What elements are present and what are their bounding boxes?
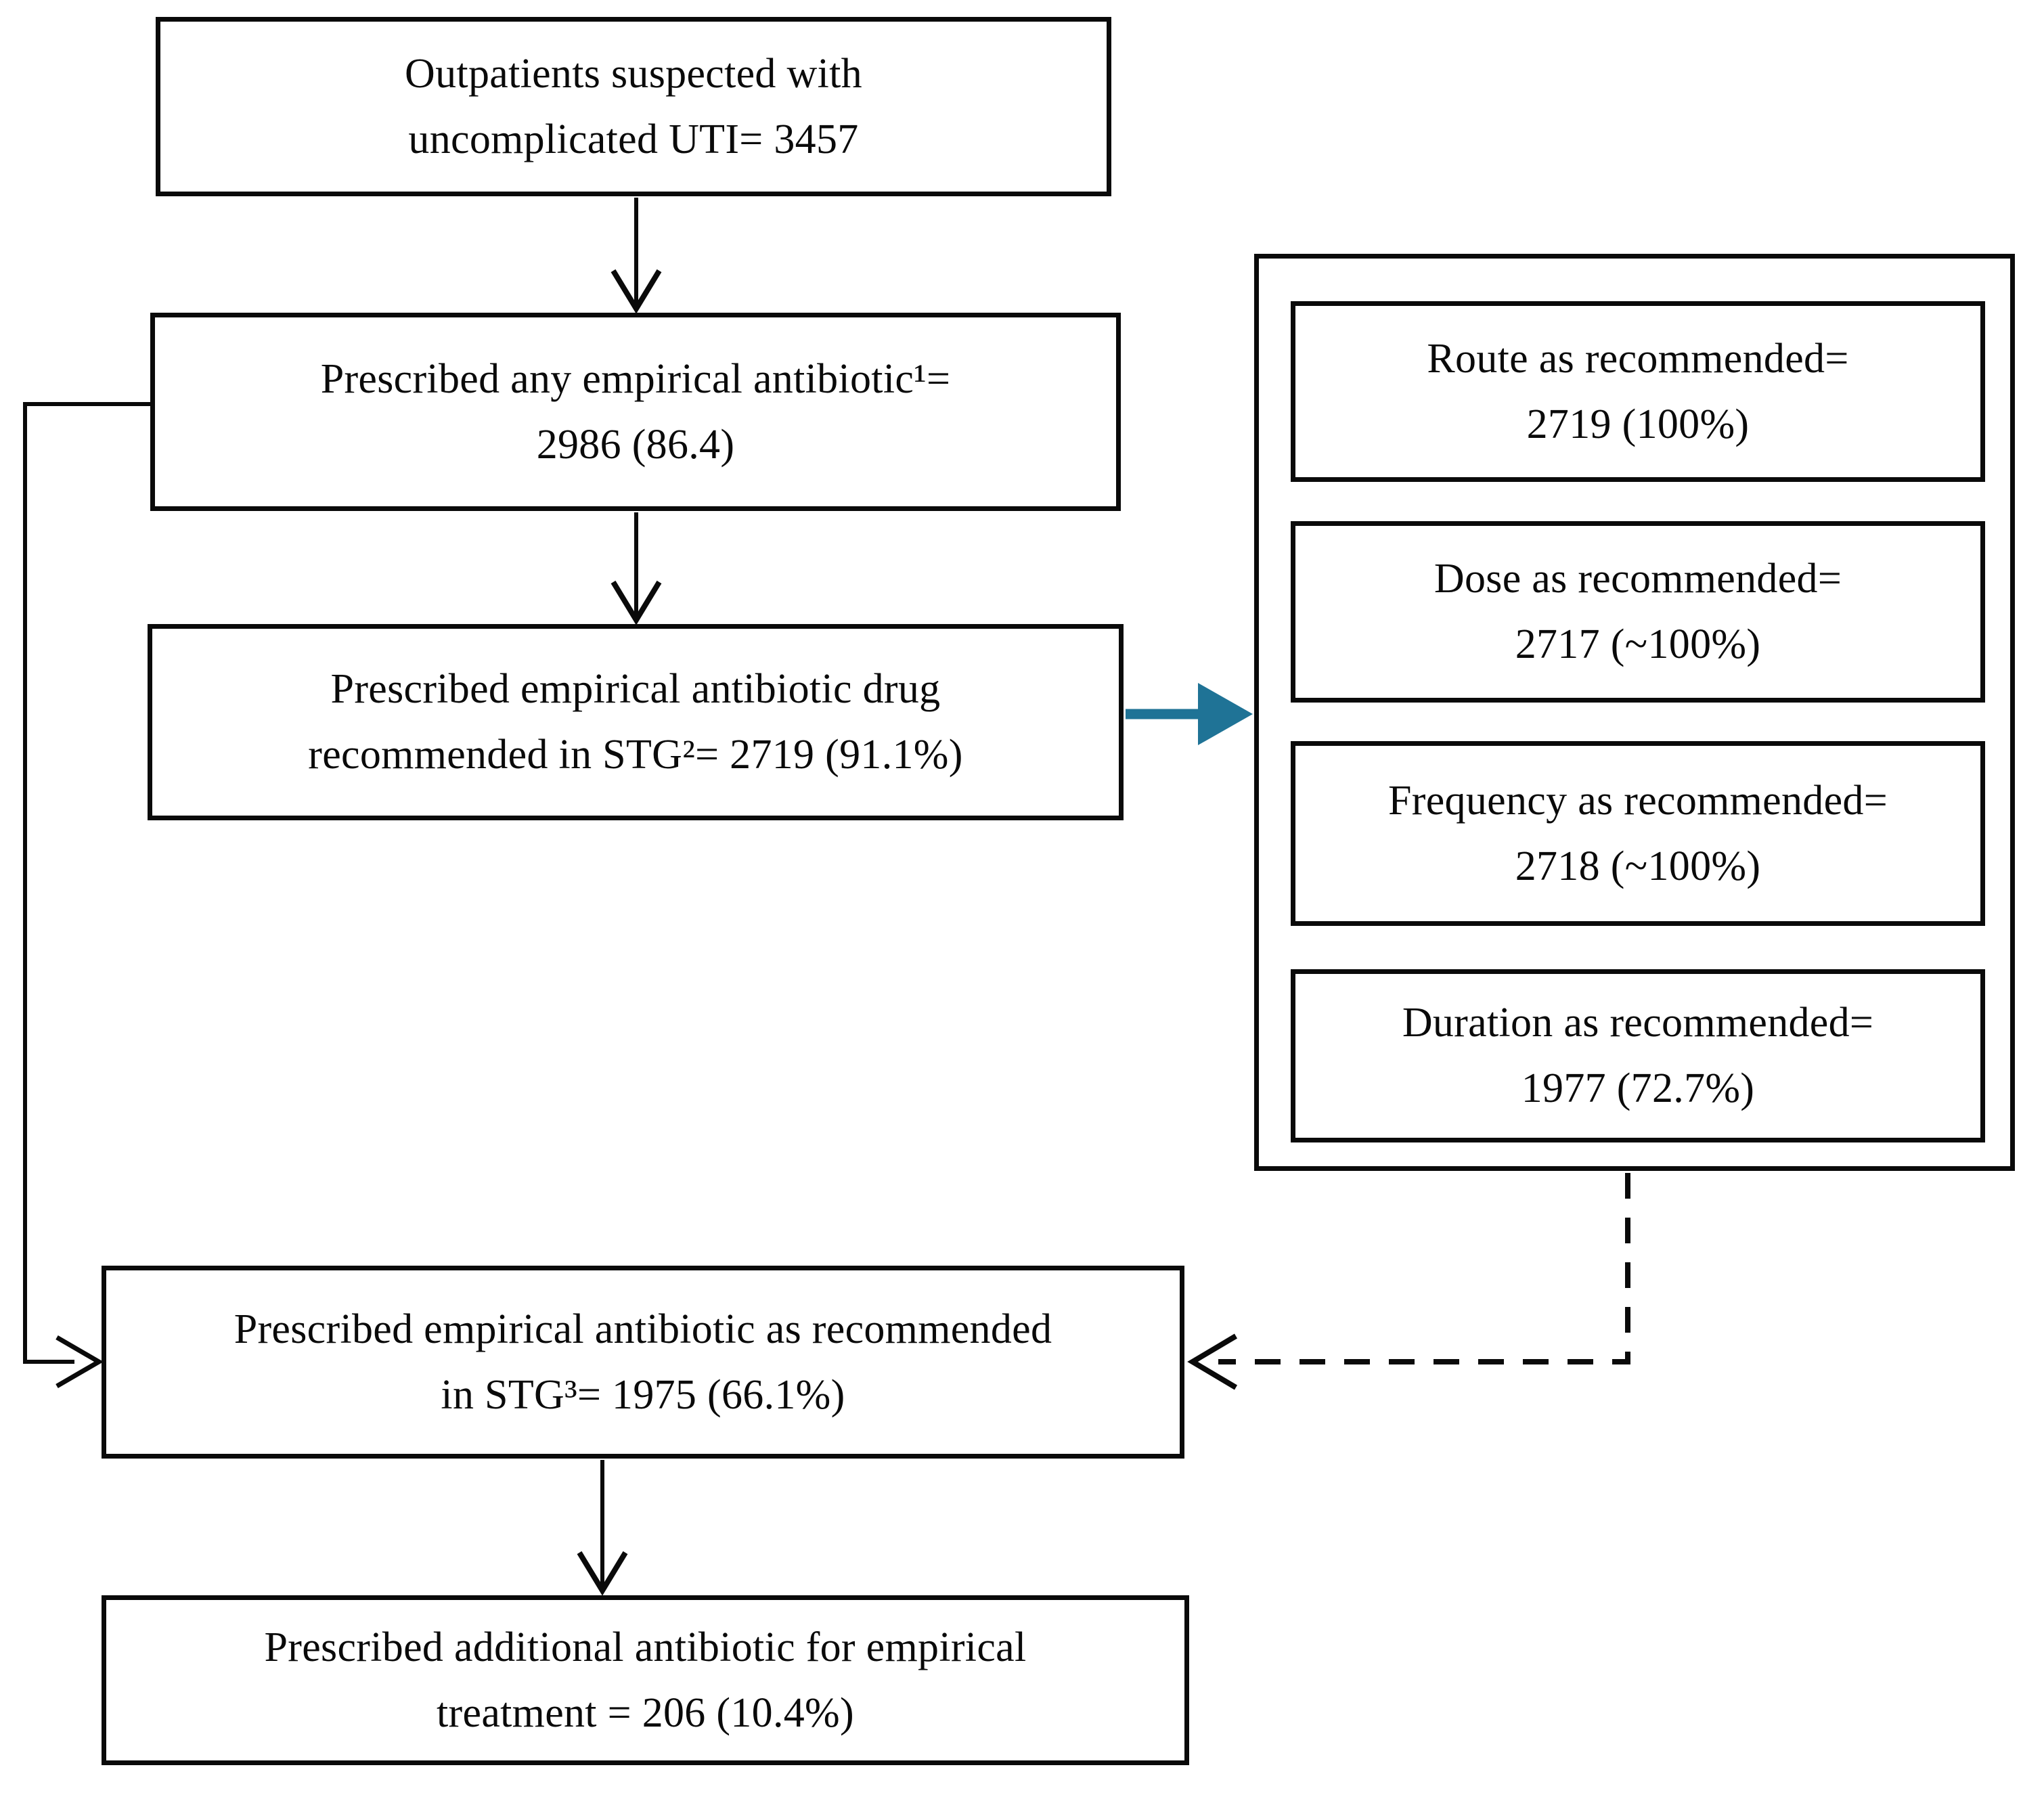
box-dose-line2: 2717 (~100%) <box>1515 621 1761 667</box>
box-additional-antibiotic: Prescribed additional antibiotic for emp… <box>102 1595 1189 1765</box>
box-route: Route as recommended= 2719 (100%) <box>1291 301 1985 482</box>
box-frequency: Frequency as recommended= 2718 (~100%) <box>1291 741 1985 926</box>
box-prescribed-as-recommended-line2: in STG³= 1975 (66.1%) <box>441 1371 845 1418</box>
arrow-down-icon <box>610 269 662 314</box>
box-duration-line2: 1977 (72.7%) <box>1521 1065 1755 1111</box>
box-duration-line1: Duration as recommended= <box>1402 1000 1874 1046</box>
box-prescribed-any-line1: Prescribed any empirical antibiotic¹= <box>320 355 951 402</box>
box-duration: Duration as recommended= 1977 (72.7%) <box>1291 969 1985 1142</box>
box-frequency-line2: 2718 (~100%) <box>1515 843 1761 889</box>
dashed-connector-group-to-stg3 <box>1218 1173 1630 1364</box>
arrow-right-icon <box>55 1335 104 1389</box>
elbow-connector-any-to-stg3 <box>23 402 150 1364</box>
box-prescribed-as-recommended-line1: Prescribed empirical antibiotic as recom… <box>234 1306 1052 1352</box>
box-dose-line1: Dose as recommended= <box>1434 556 1842 602</box>
box-route-line2: 2719 (100%) <box>1526 401 1750 447</box>
arrow-down-icon <box>610 580 662 625</box>
box-additional-antibiotic-line1: Prescribed additional antibiotic for emp… <box>264 1624 1027 1670</box>
box-prescribed-any-line2: 2986 (86.4) <box>536 421 735 468</box>
accent-arrow-right-icon <box>1198 683 1253 745</box>
box-dose: Dose as recommended= 2717 (~100%) <box>1291 521 1985 703</box>
box-prescribed-as-recommended: Prescribed empirical antibiotic as recom… <box>102 1266 1184 1459</box>
box-additional-antibiotic-line2: treatment = 206 (10.4%) <box>437 1689 854 1736</box>
box-outpatients-line2: uncomplicated UTI= 3457 <box>408 116 859 162</box>
arrow-down-icon <box>577 1551 628 1596</box>
box-prescribed-stg-drug: Prescribed empirical antibiotic drug rec… <box>148 624 1124 820</box>
box-outpatients: Outpatients suspected with uncomplicated… <box>156 17 1111 196</box>
box-frequency-line1: Frequency as recommended= <box>1388 777 1888 824</box>
box-prescribed-stg-drug-line1: Prescribed empirical antibiotic drug <box>330 666 941 712</box>
box-prescribed-any: Prescribed any empirical antibiotic¹= 29… <box>150 313 1121 511</box>
box-prescribed-stg-drug-line2: recommended in STG²= 2719 (91.1%) <box>308 732 963 778</box>
arrow-left-icon <box>1187 1333 1238 1390</box>
box-outpatients-line1: Outpatients suspected with <box>405 50 862 97</box>
box-route-line1: Route as recommended= <box>1427 335 1849 382</box>
